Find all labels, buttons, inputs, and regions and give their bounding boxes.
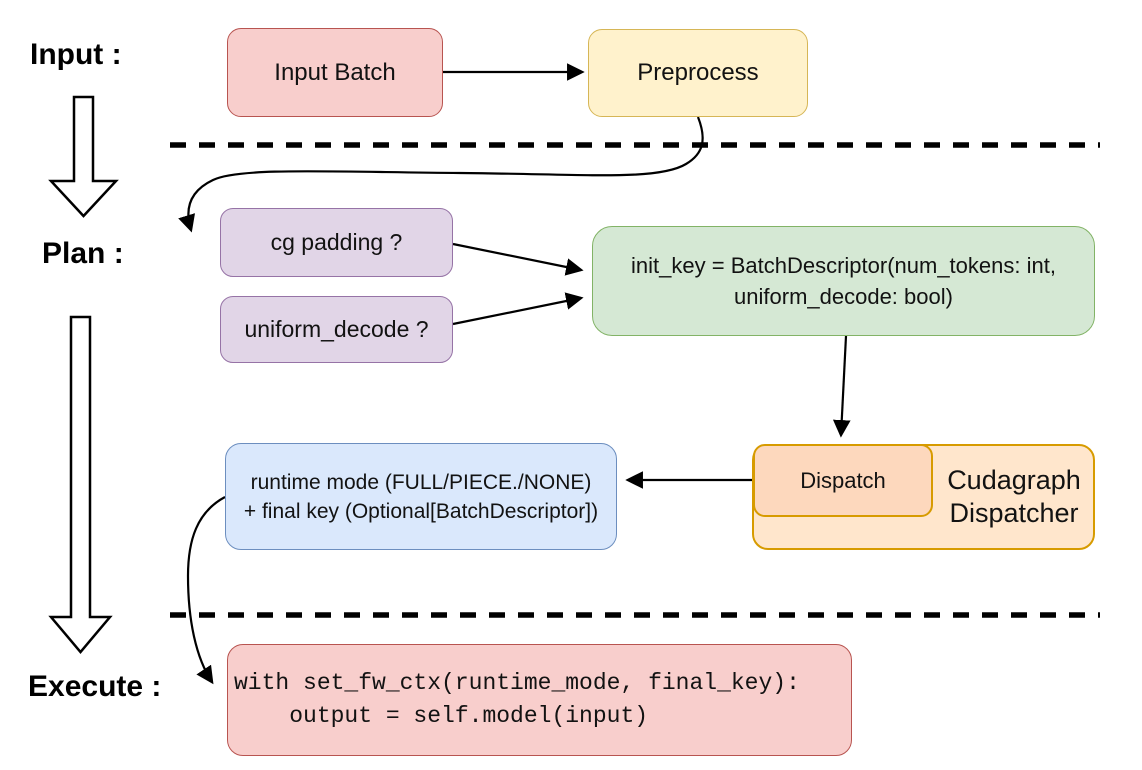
- arrow-init-key-to-dispatch: [832, 335, 851, 438]
- node-uniform-decode: uniform_decode ?: [220, 296, 453, 363]
- arrow-cg-padding-to-init-key: [452, 242, 584, 276]
- node-init-key-line1: init_key = BatchDescriptor(num_tokens: i…: [631, 253, 1056, 278]
- arrow-runtime-result-to-execute-code: [186, 496, 226, 685]
- node-preprocess-label: Preprocess: [637, 59, 759, 86]
- node-runtime-result-line1: runtime mode (FULL/PIECE./NONE): [250, 470, 592, 494]
- input-down-arrow-icon: [48, 95, 119, 218]
- node-input-batch: Input Batch: [227, 28, 443, 117]
- plan-down-arrow-icon: [48, 315, 113, 654]
- node-cg-padding-label: cg padding ?: [270, 229, 403, 256]
- node-init-key-line2: uniform_decode: bool): [734, 284, 953, 309]
- arrow-preprocess-to-cg-padding: [178, 116, 704, 233]
- node-preprocess: Preprocess: [588, 29, 808, 117]
- cudagraph-label-line2: Dispatcher: [949, 498, 1079, 528]
- cudagraph-label-line1: Cudagraph: [947, 465, 1081, 495]
- node-execute-code: with set_fw_ctx(runtime_mode, final_key)…: [227, 644, 852, 756]
- arrow-uniform-decode-to-init-key: [452, 292, 584, 326]
- stage-label-execute: Execute :: [28, 670, 162, 703]
- execute-code-line1: with set_fw_ctx(runtime_mode, final_key)…: [234, 670, 800, 696]
- node-init-key: init_key = BatchDescriptor(num_tokens: i…: [592, 226, 1095, 336]
- node-cudagraph-dispatcher-label: Cudagraph Dispatcher: [933, 462, 1095, 532]
- node-dispatch: Dispatch: [753, 444, 933, 517]
- node-runtime-result: runtime mode (FULL/PIECE./NONE) + final …: [225, 443, 617, 550]
- node-cg-padding: cg padding ?: [220, 208, 453, 277]
- node-runtime-result-line2: + final key (Optional[BatchDescriptor]): [243, 499, 599, 523]
- node-uniform-decode-label: uniform_decode ?: [244, 316, 429, 343]
- node-input-batch-label: Input Batch: [274, 58, 396, 86]
- node-dispatch-label: Dispatch: [800, 467, 886, 493]
- stage-label-input: Input :: [30, 38, 122, 71]
- execute-code-line2: output = self.model(input): [234, 703, 649, 729]
- stage-label-plan: Plan :: [42, 237, 124, 270]
